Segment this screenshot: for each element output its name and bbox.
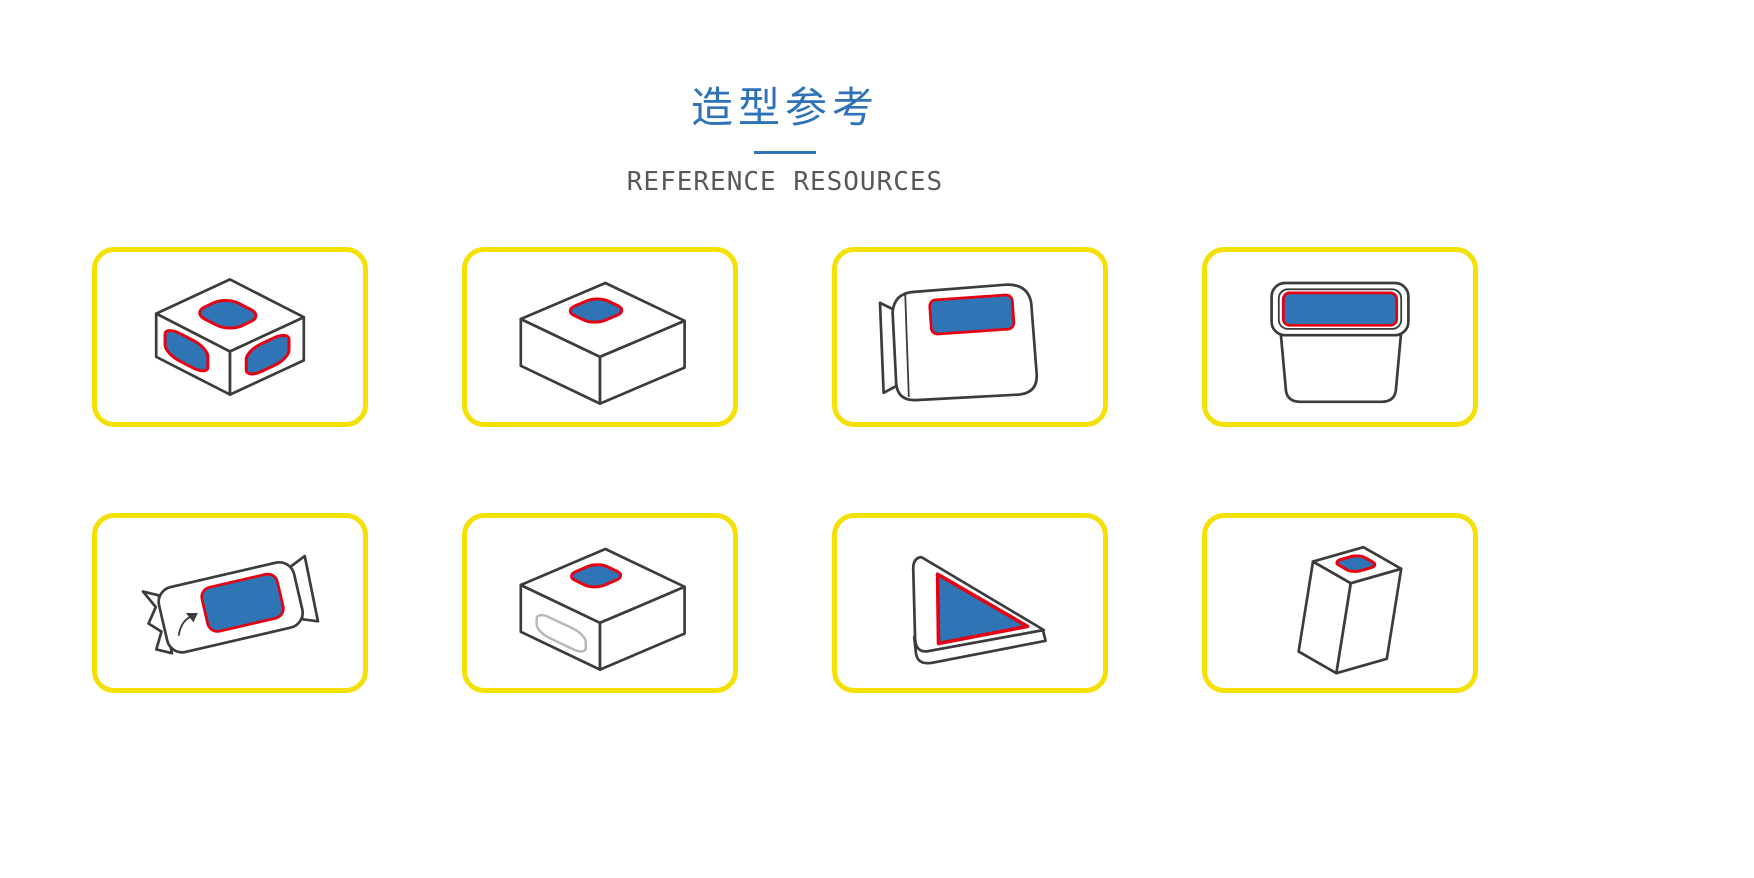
reference-section: 造型参考 REFERENCE RESOURCES [92,0,1478,693]
title-divider [754,151,816,154]
box-labels-three-sides-icon [154,278,306,396]
box-label-top-icon [519,281,686,405]
reference-card-tall-box [1202,513,1478,693]
tall-box-label-top-icon [1297,545,1403,675]
wedge-triangle-label-icon [911,555,1047,665]
page-header: 造型参考 REFERENCE RESOURCES [92,74,1478,197]
soft-pack-label-top-icon [878,283,1039,402]
pillow-pouch-label-icon [141,554,320,655]
page-subtitle: REFERENCE RESOURCES [626,167,944,197]
reference-grid [92,247,1478,693]
reference-card-box-window [462,513,738,693]
page-title: 造型参考 [690,84,879,131]
reference-card-pouch [92,513,368,693]
tub-label-lid-icon [1270,281,1410,404]
reference-card-tub [1202,247,1478,427]
reference-card-box-top-label [462,247,738,427]
reference-card-box-three-labels [92,247,368,427]
box-label-top-window-front-icon [519,547,686,671]
reference-card-soft-pack [832,247,1108,427]
reference-card-wedge [832,513,1108,693]
